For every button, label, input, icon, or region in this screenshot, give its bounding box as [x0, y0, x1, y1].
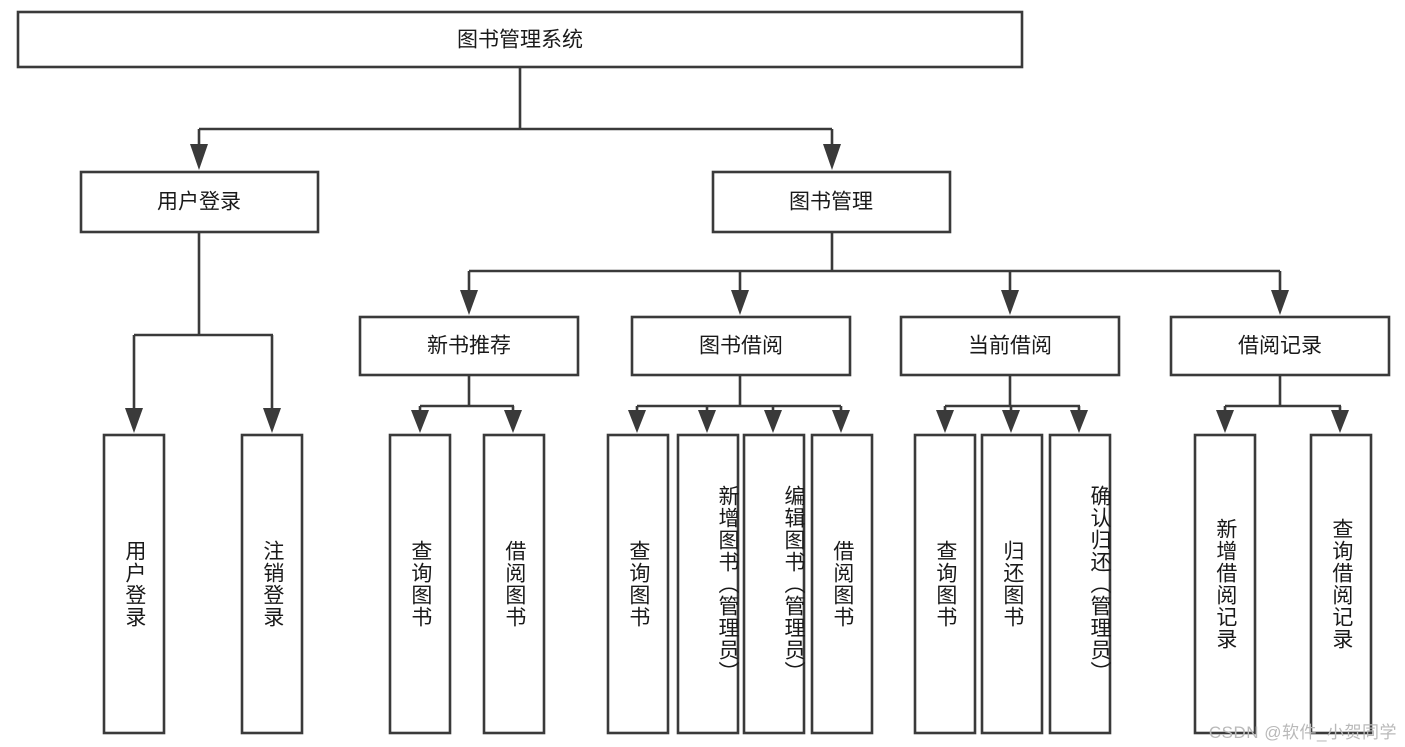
leaf-boxes-new-book-recommend[interactable]	[388, 433, 546, 735]
node-label-current-borrow: 当前借阅	[968, 335, 1052, 358]
leaf-box-borrowrecord-1[interactable]	[1193, 433, 1257, 735]
connector-currentborrow-to-leaves	[936, 375, 1088, 433]
node-label-user-login: 用户登录	[157, 191, 241, 214]
leaf-box-bookborrow-3[interactable]	[742, 433, 806, 735]
leaf-boxes-current-borrow[interactable]	[913, 433, 1112, 735]
connector-newbook-to-leaves	[411, 375, 522, 433]
connector-bookborrow-to-leaves	[628, 375, 850, 433]
csdn-watermark: CSDN @软件_小贺同学	[1208, 723, 1397, 742]
leaf-box-bookborrow-4[interactable]	[810, 433, 874, 735]
node-current-borrow[interactable]: 当前借阅	[899, 315, 1121, 377]
leaf-box-newbook-2[interactable]	[482, 433, 546, 735]
node-user-login[interactable]: 用户登录	[79, 170, 320, 234]
node-label-borrow-record: 借阅记录	[1238, 335, 1322, 358]
leaf-box-user-login-1[interactable]	[102, 433, 166, 735]
connector-borrowrecord-to-leaves	[1216, 375, 1349, 433]
connector-userlogin-to-leaves	[125, 232, 281, 433]
leaf-box-currentborrow-2[interactable]	[980, 433, 1044, 735]
node-label-root: 图书管理系统	[457, 29, 583, 52]
leaf-box-user-login-2[interactable]	[240, 433, 304, 735]
leaf-box-currentborrow-1[interactable]	[913, 433, 977, 735]
node-borrow-record[interactable]: 借阅记录	[1169, 315, 1391, 377]
leaf-box-borrowrecord-2[interactable]	[1309, 433, 1373, 735]
leaf-boxes-book-borrow[interactable]	[606, 433, 874, 735]
node-book-management[interactable]: 图书管理	[711, 170, 952, 234]
node-book-borrow[interactable]: 图书借阅	[630, 315, 852, 377]
node-label-book-management: 图书管理	[789, 191, 873, 214]
node-label-book-borrow: 图书借阅	[699, 335, 783, 358]
leaf-box-currentborrow-3[interactable]	[1048, 433, 1112, 735]
leaf-box-bookborrow-2[interactable]	[676, 433, 740, 735]
connector-root-to-level2	[190, 67, 841, 170]
node-root-system[interactable]: 图书管理系统	[16, 10, 1024, 69]
leaf-box-bookborrow-1[interactable]	[606, 433, 670, 735]
connector-bookmgmt-to-level3	[460, 232, 1289, 315]
leaf-boxes-borrow-record[interactable]	[1193, 433, 1373, 735]
node-label-new-book-recommend: 新书推荐	[427, 335, 511, 358]
leaf-box-newbook-1[interactable]	[388, 433, 452, 735]
leaf-boxes-user-login[interactable]	[102, 433, 304, 735]
node-new-book-recommend[interactable]: 新书推荐	[358, 315, 580, 377]
